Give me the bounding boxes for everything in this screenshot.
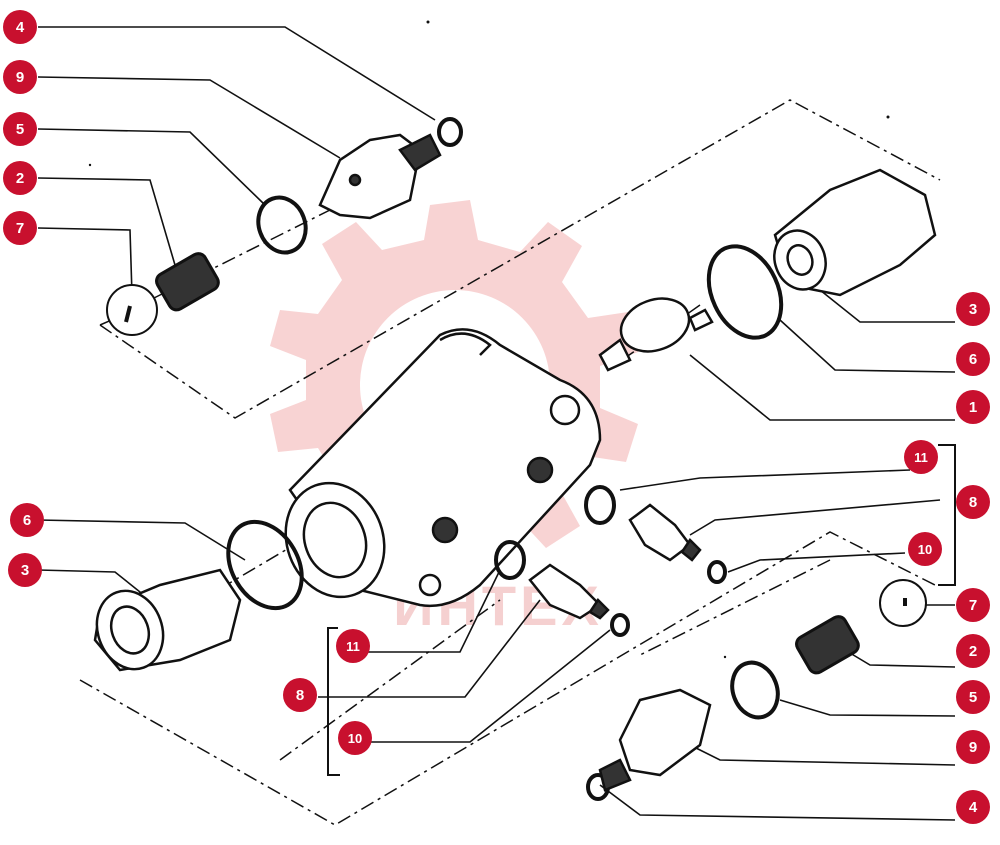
callout-tl-5: 5 — [3, 112, 37, 146]
plug-bottom-9 — [618, 688, 712, 777]
ring-left-6 — [226, 519, 304, 611]
callout-tl-9: 9 — [3, 60, 37, 94]
springs — [155, 252, 860, 675]
ring-left-10 — [610, 613, 630, 637]
callout-r-9: 9 — [956, 730, 990, 764]
valve-plugs — [318, 133, 714, 792]
callout-bl-10: 10 — [338, 721, 372, 755]
leader-r-1 — [689, 354, 955, 421]
callout-r-8: 8 — [956, 485, 990, 519]
valve-body — [284, 328, 602, 607]
leader-tl-5 — [37, 128, 266, 206]
callout-l-3: 3 — [8, 553, 42, 587]
callout-bl-11: 11 — [336, 629, 370, 663]
leader-r-4 — [599, 784, 956, 821]
leader-tl-4 — [38, 26, 436, 121]
ring-top-4 — [437, 117, 463, 147]
ring-right-10 — [707, 560, 727, 584]
leader-bl-8 — [318, 599, 541, 698]
bracket-left — [327, 627, 340, 776]
callout-l-6: 6 — [10, 503, 44, 537]
leader-tl-7 — [37, 227, 133, 296]
callout-r-1: 1 — [956, 390, 990, 424]
speck-marks — [88, 20, 890, 659]
ring-top-5 — [256, 195, 308, 255]
callout-tl-2: 2 — [3, 161, 37, 195]
valve-1 — [619, 297, 691, 353]
leader-r-2 — [844, 649, 956, 668]
union-fittings — [93, 168, 937, 672]
callout-r-10: 10 — [908, 532, 942, 566]
leader-r-11 — [619, 469, 911, 491]
callout-tl-4: 4 — [3, 10, 37, 44]
callout-r-7: 7 — [956, 588, 990, 622]
spring-bottom — [795, 615, 860, 675]
leader-tl-2 — [37, 177, 176, 266]
callout-r-5: 5 — [956, 680, 990, 714]
callout-tl-7: 7 — [3, 211, 37, 245]
callout-r-11: 11 — [904, 440, 938, 474]
callout-r-2: 2 — [956, 634, 990, 668]
callout-bl-8: 8 — [283, 678, 317, 712]
callout-r-4: 4 — [956, 790, 990, 824]
bracket-right — [938, 444, 956, 586]
leader-tl-9 — [37, 76, 341, 159]
leader-r-9 — [689, 744, 956, 766]
leader-r-5 — [779, 699, 956, 717]
ring-right-11 — [584, 485, 616, 525]
ring-left-11 — [494, 540, 526, 580]
leader-bl-10 — [370, 629, 611, 743]
callout-r-6: 6 — [956, 342, 990, 376]
leader-r-3 — [819, 289, 955, 323]
ring-right-6 — [706, 244, 784, 340]
leader-r-6 — [779, 319, 956, 373]
brackets — [327, 444, 956, 776]
leader-l-3 — [37, 569, 151, 601]
balls — [106, 284, 927, 627]
leader-r-10 — [727, 552, 906, 573]
spring-top — [155, 252, 220, 312]
assembly-guide-lines — [79, 99, 941, 826]
leader-r-8 — [689, 499, 941, 536]
ball-top — [106, 284, 158, 336]
nipples — [528, 503, 702, 620]
leader-bl-11 — [365, 569, 501, 653]
callout-r-3: 3 — [956, 292, 990, 326]
ring-bottom-5 — [730, 660, 780, 720]
leader-lines — [37, 26, 956, 821]
leader-l-6 — [37, 519, 246, 561]
